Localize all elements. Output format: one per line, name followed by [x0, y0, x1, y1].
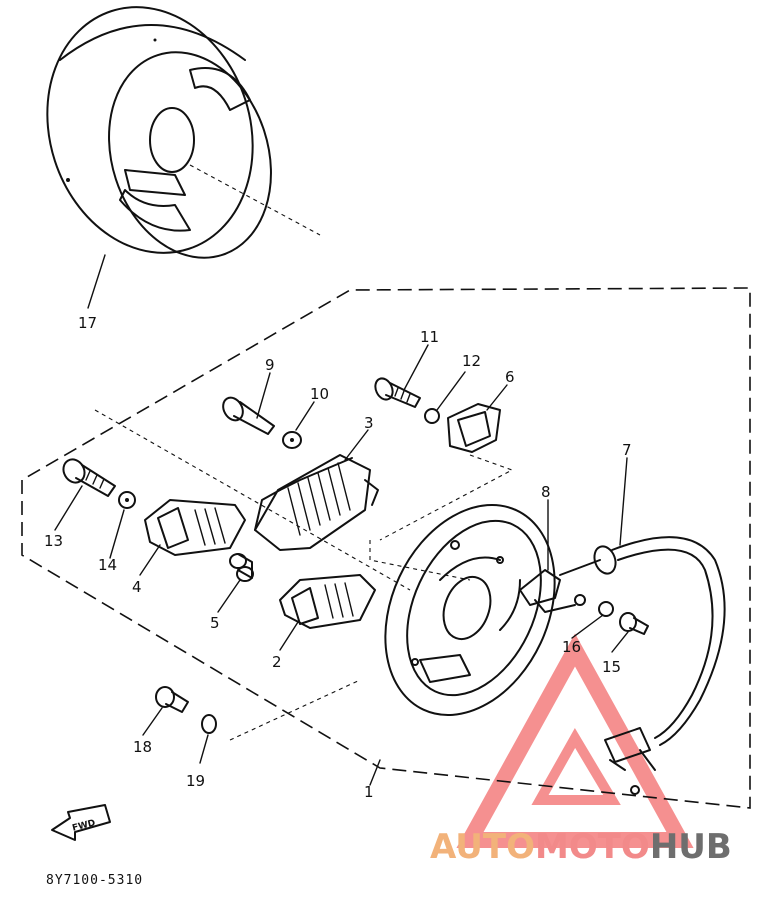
- nut-12: [424, 408, 440, 424]
- watermark-hub: HUB: [650, 827, 732, 867]
- bolt-9: [222, 396, 275, 435]
- bolt-11: [374, 377, 421, 408]
- wire-harness-7: [559, 536, 726, 795]
- washer-16: [598, 601, 614, 617]
- washer-14: [118, 491, 136, 509]
- guide-line-2: [229, 679, 361, 741]
- leader-lines: [54, 254, 629, 786]
- bolt-13: [62, 458, 116, 497]
- callout-17: 17: [78, 314, 97, 332]
- callout-3: 3: [364, 414, 374, 432]
- fwd-arrow-icon: FWD: [51, 804, 111, 841]
- pickup-coil-6: [379, 403, 514, 541]
- stator-base-plate: [384, 503, 556, 717]
- callout-7: 7: [622, 441, 632, 459]
- callout-4: 4: [132, 578, 142, 596]
- watermark-auto: AUTO: [430, 827, 535, 867]
- callout-19: 19: [186, 772, 205, 790]
- washer-19: [201, 714, 217, 734]
- callout-6: 6: [505, 368, 515, 386]
- callout-8: 8: [541, 483, 551, 501]
- callout-16: 16: [562, 638, 581, 656]
- part-code: 8Y7100-5310: [46, 873, 143, 888]
- callout-5: 5: [210, 614, 220, 632]
- svg-text:AUTOMOTOHUB: AUTOMOTOHUB: [430, 827, 732, 867]
- callout-1: 1: [364, 783, 374, 801]
- charging-coil-3: [254, 454, 379, 551]
- flywheel-rotor: [46, 6, 321, 259]
- callout-10: 10: [310, 385, 329, 403]
- watermark-triangle: [456, 633, 694, 848]
- watermark-moto: MOTO: [535, 827, 650, 867]
- callout-9: 9: [265, 356, 275, 374]
- source-coil-4: [144, 499, 246, 556]
- fwd-label: FWD: [71, 818, 96, 833]
- callout-14: 14: [98, 556, 117, 574]
- washer-10: [282, 431, 302, 449]
- bracket-8: [519, 569, 586, 613]
- screw-18: [155, 686, 189, 713]
- collar-5: [229, 553, 254, 582]
- watermark-logo: AUTOMOTOHUB: [430, 827, 732, 867]
- callout-12: 12: [462, 352, 481, 370]
- callout-11: 11: [420, 328, 439, 346]
- guide-line-3: [369, 540, 471, 581]
- callout-2: 2: [272, 653, 282, 671]
- callout-15: 15: [602, 658, 621, 676]
- screw-15: [619, 612, 649, 635]
- callout-18: 18: [133, 738, 152, 756]
- callout-labels: 17 9 10 11 12 6 3 7 8 13 14 4 5 2 16 15 …: [44, 314, 632, 801]
- callout-13: 13: [44, 532, 63, 550]
- lighting-coil-2: [279, 574, 376, 629]
- assembly-boundary: [21, 287, 751, 809]
